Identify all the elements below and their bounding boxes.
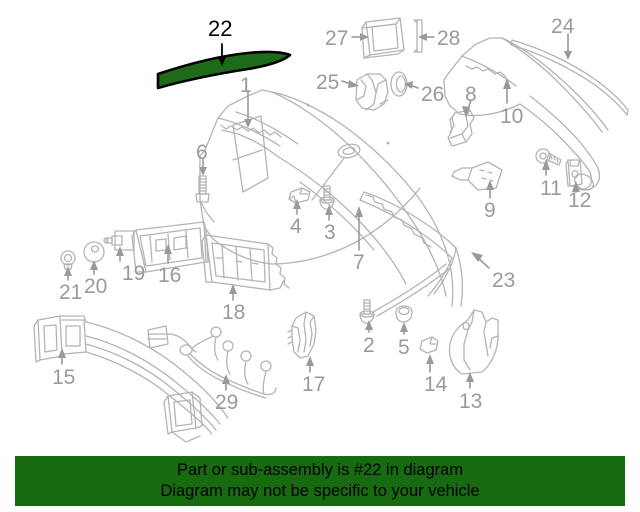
- part-shape-2-bolt: [359, 299, 375, 324]
- part-shape-10-right-bumper-section: [443, 37, 609, 191]
- callout-label-23: 23: [492, 269, 516, 292]
- callout-label-22: 22: [208, 16, 233, 41]
- callout-label-4: 4: [290, 215, 302, 238]
- part-shape-23-trim-strip: [372, 247, 463, 317]
- callout-label-27: 27: [325, 27, 349, 50]
- part-shape-6-long-bolt: [195, 175, 210, 203]
- part-shape-3-round-head-bolt: [319, 185, 335, 210]
- callout-label-29: 29: [215, 391, 239, 414]
- part-shape-25-park-sensor: [355, 73, 389, 111]
- part-shape-12-clip-nut: [565, 159, 583, 187]
- callout-label-20: 20: [84, 275, 108, 298]
- part-shape-5-cap-nut: [395, 305, 413, 323]
- callout-label-6: 6: [196, 141, 208, 164]
- callout-label-21: 21: [59, 281, 83, 304]
- callout-label-7: 7: [353, 251, 365, 274]
- callout-label-13: 13: [459, 390, 483, 413]
- part-shape-1-bumper-cover: [199, 89, 447, 297]
- part-shape-14-clip: [419, 336, 439, 354]
- part-shape-18-lower-reinforcement: [201, 234, 290, 291]
- part-shape-9-plate-bracket: [451, 161, 503, 191]
- callout-label-12: 12: [568, 189, 592, 212]
- callout-label-11: 11: [540, 177, 562, 200]
- callout-label-1: 1: [240, 74, 252, 97]
- part-shape-22-highlighted-molding: [156, 50, 292, 90]
- callout-label-9: 9: [484, 199, 496, 222]
- callout-label-28: 28: [437, 27, 461, 50]
- callout-label-26: 26: [421, 83, 445, 106]
- callout-label-8: 8: [465, 83, 477, 106]
- part-shape-4-small-clip: [288, 187, 311, 204]
- callout-label-25: 25: [316, 71, 340, 94]
- part-shape-13-splash-shield: [448, 309, 499, 375]
- part-shape-21-small-grommet: [60, 250, 76, 270]
- callout-label-18: 18: [222, 301, 246, 324]
- callout-label-24: 24: [551, 15, 575, 38]
- part-shape-19-bolt-plate: [103, 230, 135, 251]
- callout-leader-lines: [58, 33, 580, 391]
- part-shape-11-bolt: [535, 148, 562, 166]
- part-shape-29-wiring-harness: [147, 325, 277, 399]
- callout-label-16: 16: [158, 264, 182, 287]
- part-shape-7-lower-valence: [359, 191, 457, 297]
- callout-label-17: 17: [302, 373, 326, 396]
- callout-label-2: 2: [363, 334, 375, 357]
- notice-line-1: Part or sub-assembly is #22 in diagram: [176, 461, 464, 479]
- notice-line-2: Diagram may not be specific to your vehi…: [160, 482, 480, 500]
- part-shape-20-washer-disc: [83, 241, 105, 263]
- callout-label-10: 10: [500, 105, 524, 128]
- part-notice-banner: Part or sub-assembly is #22 in diagram D…: [15, 456, 625, 506]
- callout-label-3: 3: [324, 221, 336, 244]
- part-shape-17-side-bracket: [287, 311, 317, 359]
- callout-label-14: 14: [424, 373, 448, 396]
- callout-label-15: 15: [52, 366, 76, 389]
- callout-label-19: 19: [122, 262, 146, 285]
- part-shape-27-control-module: [361, 17, 405, 59]
- callout-label-5: 5: [398, 336, 410, 359]
